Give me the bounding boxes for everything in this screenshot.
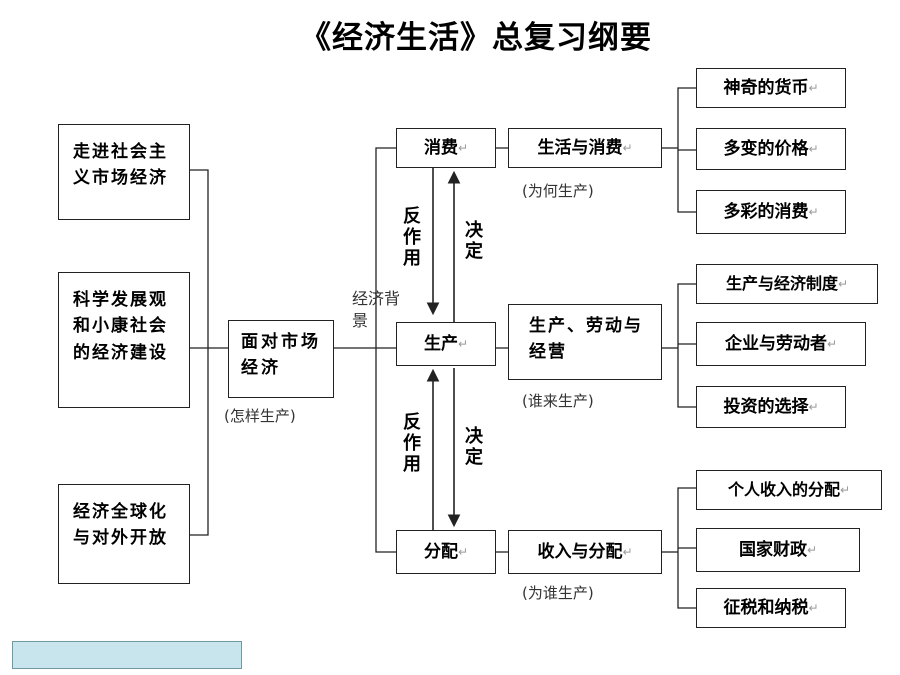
- topic-note: (为谁生产): [522, 584, 594, 602]
- item-enterprise-worker: 企业与劳动者↵: [696, 322, 866, 366]
- item-label: 个人收入的分配: [727, 479, 840, 499]
- topic-distribution: 收入与分配↵: [508, 530, 662, 574]
- item-label: 多彩的消费: [723, 201, 809, 222]
- item-label: 企业与劳动者: [724, 333, 827, 354]
- topic-box-text: 经济全球化与对外开放: [73, 502, 168, 549]
- label-decision-upper: 决定: [465, 220, 483, 262]
- topic-box-text: 科学发展观和小康社会的经济建设: [73, 290, 168, 363]
- item-state-finance: 国家财政↵: [696, 528, 860, 572]
- stage-consumption: 消费↵: [396, 128, 496, 168]
- item-investment: 投资的选择↵: [696, 386, 846, 428]
- item-personal-income: 个人收入的分配↵: [696, 470, 882, 510]
- topic-box-text: 走进社会主义市场经济: [73, 142, 168, 189]
- stage-production: 生产↵: [396, 322, 496, 366]
- topic-note: (为何生产): [522, 182, 594, 200]
- item-taxation: 征税和纳税↵: [696, 588, 846, 628]
- label-reaction-upper: 反作用: [403, 206, 421, 269]
- center-box-text: 面对市场经济: [241, 332, 321, 379]
- topic-label: 收入与分配: [537, 541, 623, 562]
- item-price: 多变的价格↵: [696, 128, 846, 170]
- topic-consumption: 生活与消费↵: [508, 128, 662, 168]
- topic-label: 生活与消费: [537, 137, 623, 158]
- item-label: 投资的选择: [723, 396, 809, 417]
- item-label: 征税和纳税: [723, 597, 809, 618]
- center-box-market-economy: 面对市场经济: [228, 320, 334, 398]
- topic-box-globalization: 经济全球化与对外开放: [58, 484, 190, 584]
- item-consumption: 多彩的消费↵: [696, 190, 846, 234]
- footer-bar: [12, 641, 242, 669]
- topic-box-scientific-development: 科学发展观和小康社会的经济建设: [58, 272, 190, 408]
- stage-distribution: 分配↵: [396, 530, 496, 574]
- stage-label: 消费: [423, 137, 458, 158]
- item-label: 生产与经济制度: [725, 273, 838, 293]
- topic-production: 生产、劳动与经营: [508, 304, 662, 380]
- topic-label: 生产、劳动与经营: [529, 316, 643, 363]
- stage-label: 分配: [423, 541, 458, 562]
- topic-box-market-economy: 走进社会主义市场经济: [58, 124, 190, 220]
- label-reaction-lower: 反作用: [403, 412, 421, 475]
- topic-note: (谁来生产): [522, 392, 594, 410]
- center-note: (怎样生产): [224, 407, 296, 425]
- item-label: 神奇的货币: [723, 77, 809, 98]
- label-decision-lower: 决定: [465, 426, 483, 468]
- item-money: 神奇的货币↵: [696, 68, 846, 108]
- stage-label: 生产: [423, 333, 458, 354]
- item-label: 多变的价格: [723, 138, 809, 159]
- page-title: 《经济生活》总复习纲要: [300, 20, 652, 56]
- background-label: 经济背景: [352, 289, 401, 330]
- item-label: 国家财政: [738, 539, 807, 560]
- item-economic-system: 生产与经济制度↵: [696, 264, 878, 304]
